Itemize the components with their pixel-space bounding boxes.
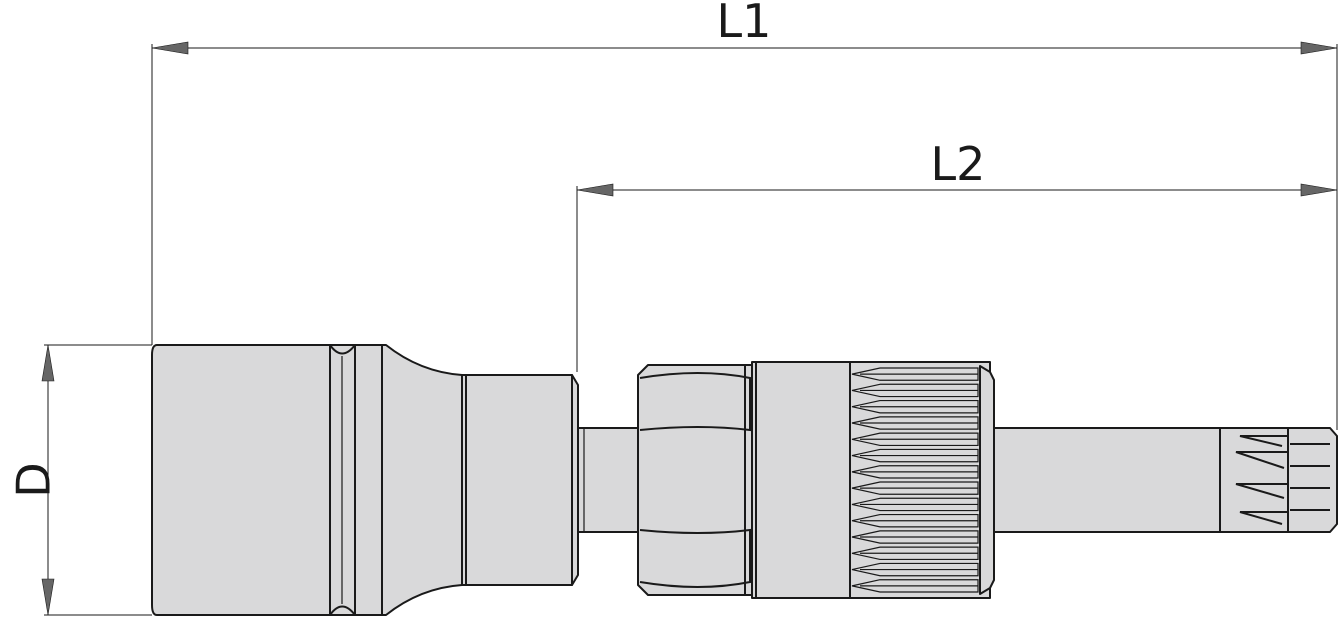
bit-tip xyxy=(1219,427,1338,533)
l1-arrow-right-icon xyxy=(1300,41,1338,55)
groove-notch-bottom xyxy=(329,605,356,616)
tip-serration-lines xyxy=(1235,435,1288,525)
bit-tip-outline xyxy=(1219,427,1338,533)
d-label: D xyxy=(7,462,61,497)
hex-collar xyxy=(637,364,753,596)
bit-shank-right xyxy=(989,427,1221,533)
socket-taper xyxy=(381,344,463,616)
groove-notch-top xyxy=(329,344,356,355)
d-arrow-top-icon xyxy=(41,344,55,382)
dimension-l1: L1 xyxy=(151,0,1338,430)
dimension-d: D xyxy=(7,344,152,616)
bit-shank-left xyxy=(577,427,639,533)
hex-face-top xyxy=(639,372,751,432)
tip-flute-lines xyxy=(1290,443,1330,511)
hex-face-bottom xyxy=(639,528,751,588)
spline-end-chamfer xyxy=(979,365,995,595)
dimension-l2: L2 xyxy=(576,137,1338,372)
bit-shank xyxy=(577,427,1221,533)
socket-drive-cylinder xyxy=(151,344,383,616)
spline-body xyxy=(751,361,991,599)
spline-section xyxy=(751,361,995,599)
l2-arrow-right-icon xyxy=(1300,183,1338,197)
d-arrow-bottom-icon xyxy=(41,578,55,616)
l2-arrow-left-icon xyxy=(576,183,614,197)
spline-teeth xyxy=(851,367,979,593)
hex-collar-outline xyxy=(637,364,753,596)
l1-label: L1 xyxy=(717,0,772,48)
l1-arrow-left-icon xyxy=(151,41,189,55)
l2-label: L2 xyxy=(931,137,986,191)
socket-body xyxy=(151,344,579,616)
socket-neck xyxy=(461,374,573,586)
neck-chamfer xyxy=(571,374,579,586)
